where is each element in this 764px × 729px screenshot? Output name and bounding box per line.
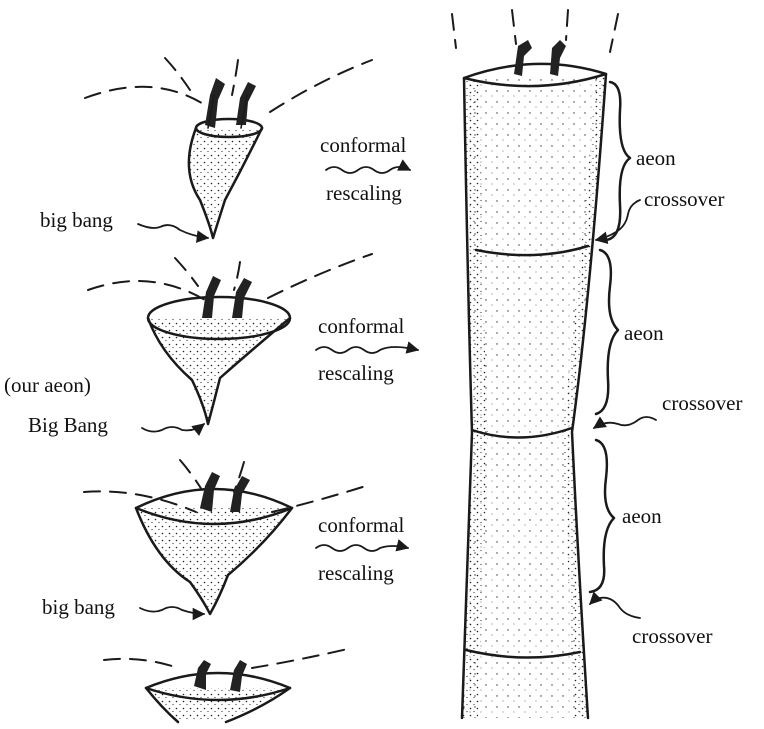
conformal-tube bbox=[452, 10, 618, 718]
aeon-brace-2 bbox=[596, 250, 618, 414]
big-bang-pointer-1 bbox=[138, 224, 208, 238]
aeon-label-2: aeon bbox=[624, 321, 664, 345]
rescaling-label-3: rescaling bbox=[318, 561, 394, 585]
rescaling-arrow-group-1: conformal rescaling bbox=[320, 133, 410, 205]
rescaling-label-2: rescaling bbox=[318, 361, 394, 385]
aeon-label-3: aeon bbox=[622, 504, 662, 528]
aeon-funnel-4 bbox=[104, 648, 352, 722]
aeon-funnel-3 bbox=[84, 460, 372, 614]
aeon-funnel-2 bbox=[88, 254, 372, 424]
rescaling-arrow-2 bbox=[316, 347, 418, 353]
big-bang-pointer-2 bbox=[142, 424, 204, 432]
conformal-label-3: conformal bbox=[318, 513, 404, 537]
crossover-pointer-3 bbox=[590, 598, 640, 618]
rescaling-arrow-3 bbox=[316, 545, 408, 551]
big-bang-label-2: Big Bang bbox=[28, 413, 108, 437]
rescaling-arrow-group-2: conformal rescaling bbox=[316, 314, 418, 385]
crossover-label-1: crossover bbox=[644, 187, 724, 211]
big-bang-pointer-3 bbox=[140, 607, 204, 614]
rescaling-arrow-1 bbox=[326, 167, 410, 173]
conformal-label-1: conformal bbox=[320, 133, 406, 157]
crossover-pointer-2 bbox=[594, 417, 656, 428]
rescaling-label-1: rescaling bbox=[326, 181, 402, 205]
crossover-label-2: crossover bbox=[662, 391, 742, 415]
big-bang-label-1: big bang bbox=[40, 208, 113, 232]
conformal-label-2: conformal bbox=[318, 314, 404, 338]
aeon-brace-3 bbox=[590, 440, 614, 592]
our-aeon-label: (our aeon) bbox=[4, 373, 91, 397]
crossover-label-3: crossover bbox=[632, 624, 712, 648]
crossover-pointer-1 bbox=[596, 200, 640, 240]
aeon-brace-1 bbox=[606, 82, 630, 240]
aeon-label-1: aeon bbox=[636, 146, 676, 170]
rescaling-arrow-group-3: conformal rescaling bbox=[316, 513, 408, 585]
big-bang-label-3: big bang bbox=[42, 595, 115, 619]
